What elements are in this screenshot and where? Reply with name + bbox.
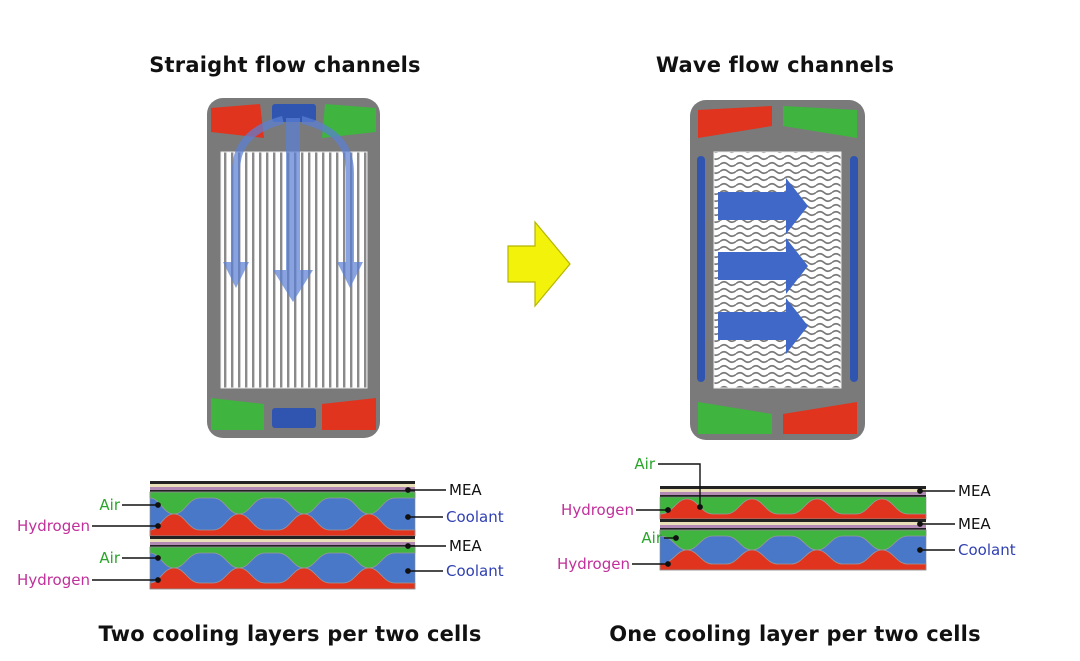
left-hydrogen-label-1: Hydrogen <box>17 517 90 535</box>
straight-flow-arrows <box>223 116 363 302</box>
left-title: Straight flow channels <box>149 53 421 77</box>
coolant-channel-left <box>697 156 705 382</box>
right-title: Wave flow channels <box>655 53 895 77</box>
left-mea-label-1: MEA <box>449 481 482 499</box>
straight-cross-section <box>149 481 416 590</box>
right-air-label-top: Air <box>634 455 655 473</box>
hydrogen-outlet-wave <box>783 402 857 434</box>
air-outlet <box>211 398 264 430</box>
right-mea-label-2: MEA <box>958 515 991 533</box>
left-coolant-label-2: Coolant <box>446 562 504 580</box>
left-mea-label-2: MEA <box>449 537 482 555</box>
left-hydrogen-label-2: Hydrogen <box>17 571 90 589</box>
straight-flow-plate <box>207 98 380 438</box>
left-caption: Two cooling layers per two cells <box>98 622 482 646</box>
left-coolant-label-1: Coolant <box>446 508 504 526</box>
wave-flow-arrows <box>718 178 808 354</box>
transition-arrow <box>507 220 571 308</box>
right-caption: One cooling layer per two cells <box>609 622 981 646</box>
coolant-outlet <box>272 408 316 428</box>
left-labels: Air Hydrogen Air Hydrogen MEA Coolant ME… <box>17 481 504 589</box>
air-inlet <box>322 104 376 138</box>
left-leader-lines <box>92 487 446 583</box>
right-mea-label-1: MEA <box>958 482 991 500</box>
hydrogen-inlet <box>211 104 264 138</box>
right-leader-lines <box>632 463 955 567</box>
wave-flow-plate <box>690 100 865 440</box>
coolant-channel-right <box>850 156 858 382</box>
right-labels: Air Hydrogen Air Hydrogen MEA MEA Coolan… <box>557 455 1016 573</box>
left-air-label-1: Air <box>99 496 120 514</box>
hydrogen-inlet-wave <box>698 106 772 138</box>
right-air-label-2: Air <box>641 529 662 547</box>
left-air-label-2: Air <box>99 549 120 567</box>
wave-cross-section <box>659 486 927 571</box>
hydrogen-outlet <box>322 398 376 430</box>
air-outlet-wave <box>698 402 772 434</box>
right-coolant-label: Coolant <box>958 541 1016 559</box>
right-hydrogen-label-1: Hydrogen <box>561 501 634 519</box>
right-hydrogen-label-2: Hydrogen <box>557 555 630 573</box>
air-inlet-wave <box>783 106 857 138</box>
